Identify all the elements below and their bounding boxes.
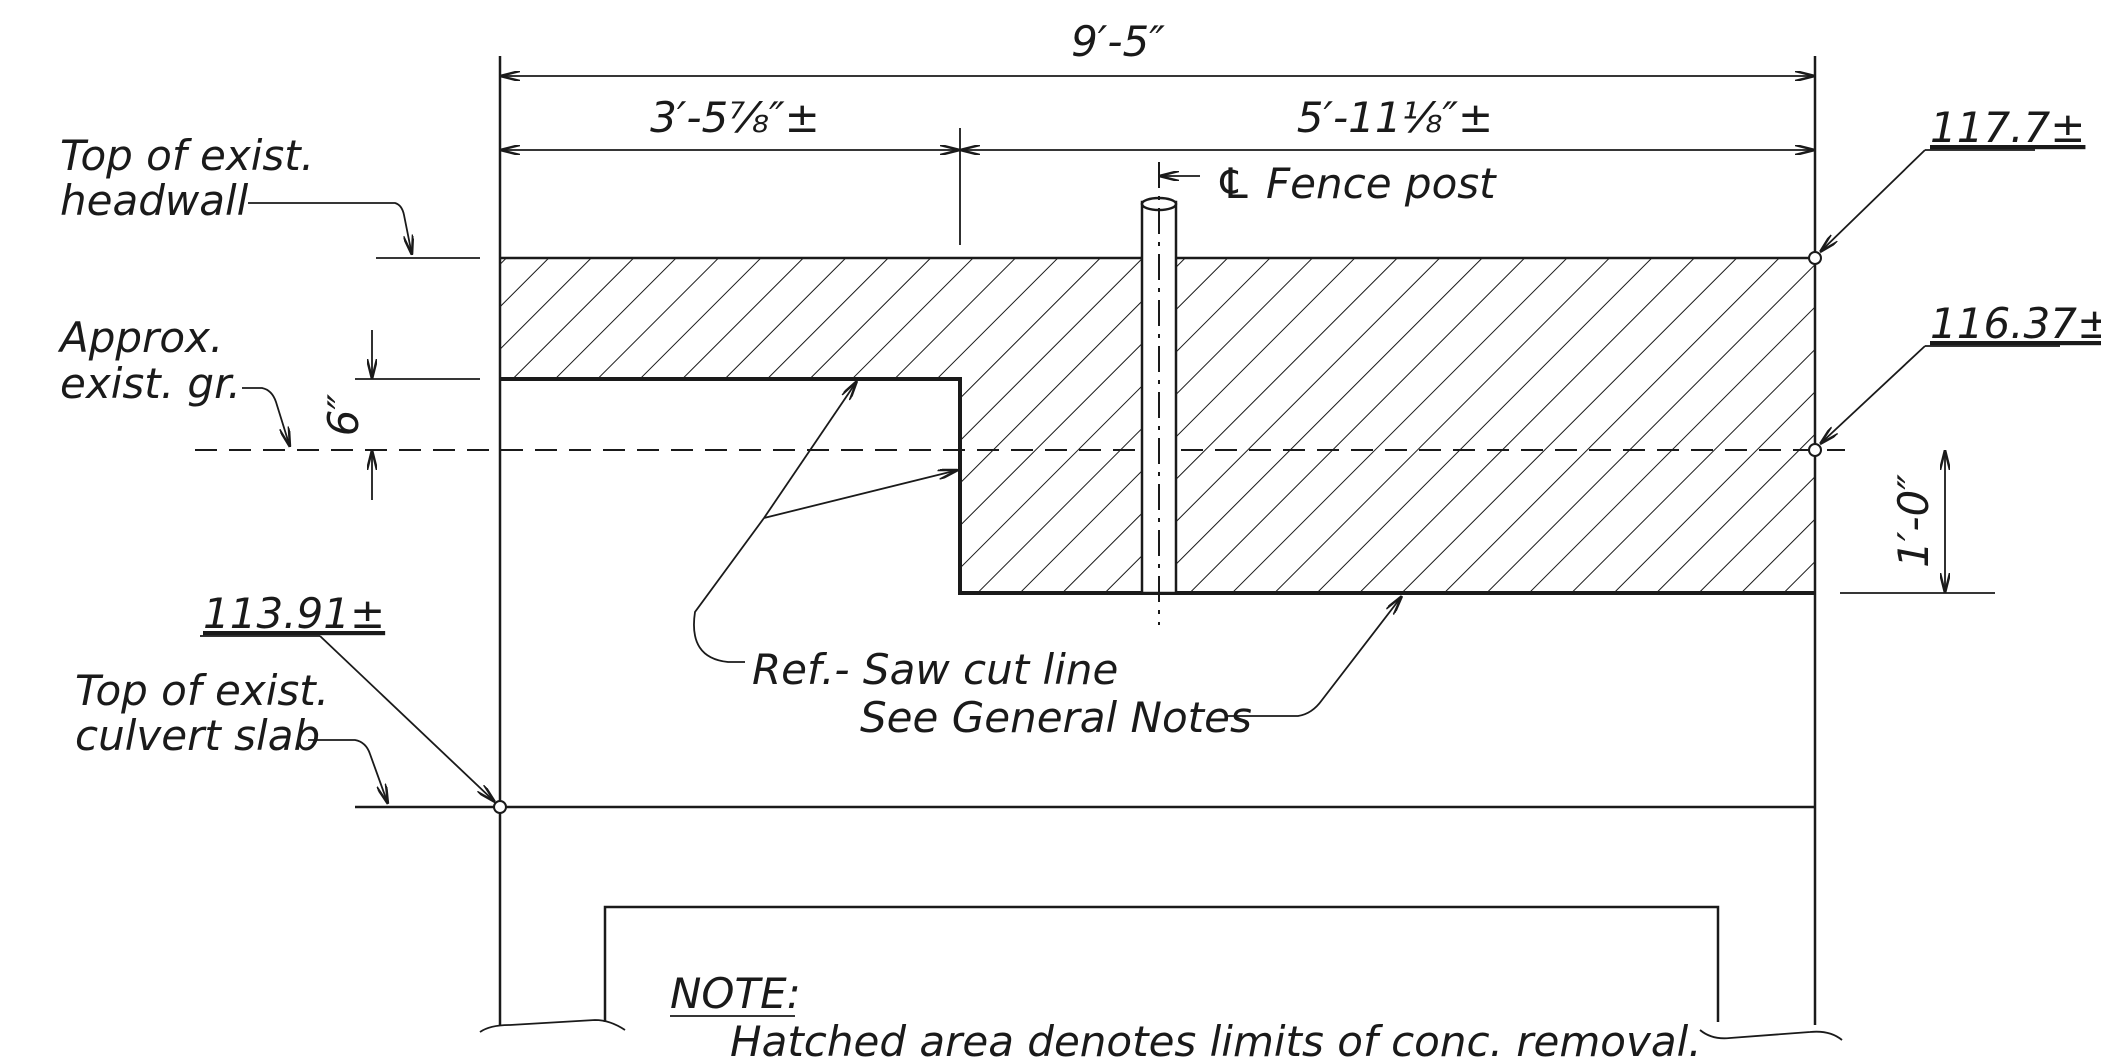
left-dimension: 3′-5⅞″± [650,93,820,142]
break-line-right [1699,1029,1843,1041]
elevation-headwall-point [1808,251,1822,265]
sawcut-leader-to-bottom [1228,596,1402,717]
slab-label-line2: culvert slab [75,711,320,760]
headwall-label-leader [248,202,412,255]
saw-cut-outline [500,377,1815,595]
right-dimension: 5′-11⅛″± [1297,93,1493,142]
overall-dimension: 9′-5″ [1071,17,1165,66]
fence-post-label: ℄ Fence post [1215,159,1497,208]
elevation-ground: 116.37± [1930,299,2101,348]
culvert-opening-outline [603,905,1720,1022]
ground-label-line2: exist. gr. [60,359,241,408]
note-text: Hatched area denotes limits of conc. rem… [730,1017,1702,1061]
break-line-left [479,1019,626,1033]
note-title: NOTE: [670,969,801,1018]
step-dimension: 6″ [319,393,368,436]
slab-label-line1: Top of exist. [75,666,329,715]
elevation-slab-point [493,800,507,814]
elevation-headwall-leader [1820,149,1926,252]
ground-label-line1: Approx. [57,313,223,362]
sawcut-leader-curve [693,517,765,663]
sawcut-leader-to-step [763,381,857,519]
depth-dimension: 1′-0″ [1889,474,1938,568]
elevation-ground-leader [1820,345,1926,444]
elevation-slab: 113.91± [203,589,385,638]
sawcut-label-line2: See General Notes [860,693,1252,742]
ground-label-leader [242,387,290,447]
elevation-ground-point [1808,443,1822,457]
slab-label-leader [308,739,388,804]
elevation-slab-leader [319,635,495,802]
headwall-label-line2: headwall [60,176,249,225]
sawcut-leader-to-vertical [763,470,958,519]
headwall-label-line1: Top of exist. [60,131,314,180]
elevation-headwall: 117.7± [1930,103,2085,152]
sawcut-label-line1: Ref.- Saw cut line [752,645,1118,694]
